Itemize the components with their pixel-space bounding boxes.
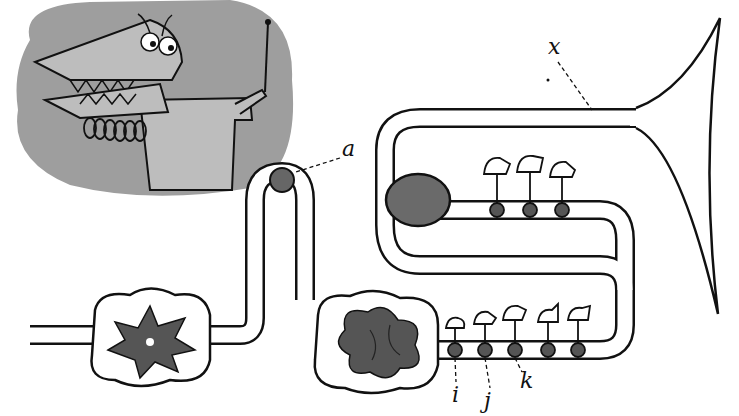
callout-letter: a	[342, 138, 355, 160]
cartoon-creature	[17, 0, 294, 196]
callout-letter: j	[484, 390, 491, 412]
star-hole	[146, 338, 154, 346]
horn	[636, 18, 720, 314]
star-blob	[108, 306, 195, 378]
callout-letter: k	[520, 370, 533, 392]
flower-blob	[339, 308, 420, 378]
horn-joint	[630, 111, 640, 126]
mushroom-row	[446, 304, 590, 357]
mushroom-row	[484, 156, 575, 217]
leader-line	[296, 62, 592, 388]
bulb	[91, 289, 210, 387]
callout-letter: i	[452, 384, 459, 406]
valve-ball	[270, 168, 294, 192]
bulb	[315, 291, 438, 393]
chamber-oval	[386, 174, 450, 226]
callout-letter: x	[548, 36, 560, 58]
